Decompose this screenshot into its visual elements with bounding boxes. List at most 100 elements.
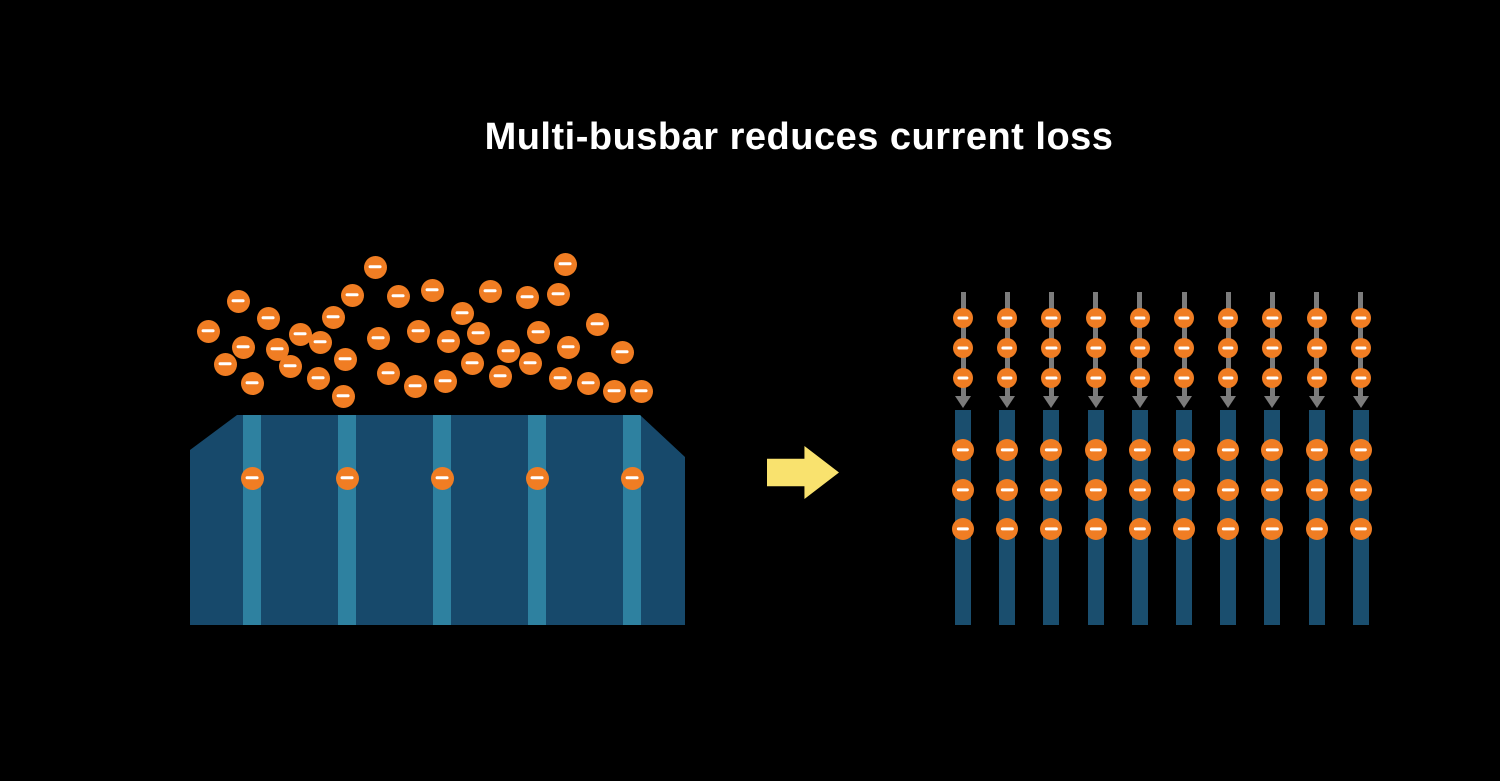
minus-sign	[1001, 316, 1013, 320]
electron-icon	[548, 366, 572, 390]
minus-sign	[1001, 448, 1014, 452]
electron-icon	[1261, 439, 1284, 461]
minus-sign	[1090, 346, 1102, 350]
minus-sign	[625, 476, 639, 480]
down-arrowhead-icon	[1220, 396, 1237, 408]
minus-sign	[1045, 488, 1058, 492]
electron-icon	[1217, 479, 1240, 501]
electron-icon	[576, 371, 600, 395]
minus-sign	[1222, 316, 1234, 320]
electron-icon	[278, 354, 302, 378]
electron-icon	[450, 301, 474, 325]
minus-sign	[338, 357, 352, 361]
minus-sign	[1133, 527, 1146, 531]
electron-icon	[953, 368, 973, 388]
busbar	[1308, 410, 1325, 625]
minus-sign	[1178, 316, 1190, 320]
minus-sign	[1266, 448, 1279, 452]
minus-sign	[1089, 527, 1102, 531]
minus-sign	[1001, 527, 1014, 531]
electron-icon	[403, 374, 427, 398]
minus-sign	[368, 265, 382, 269]
busbar	[1176, 410, 1192, 625]
minus-sign	[371, 336, 385, 340]
electron-icon	[240, 466, 264, 490]
electron-icon	[1262, 338, 1283, 358]
electron-icon	[1041, 338, 1062, 358]
minus-sign	[1310, 527, 1323, 531]
electron-icon	[1218, 338, 1239, 358]
electron-icon	[321, 305, 345, 329]
minus-sign	[201, 329, 215, 333]
down-arrowhead-icon	[1308, 396, 1325, 408]
electron-icon	[526, 320, 550, 344]
minus-sign	[218, 362, 232, 366]
electron-icon	[240, 371, 264, 395]
electron-icon	[996, 439, 1019, 461]
minus-sign	[1177, 448, 1191, 452]
electron-icon	[308, 330, 332, 354]
minus-sign	[441, 339, 455, 343]
electron-icon	[996, 479, 1019, 501]
minus-sign	[1310, 448, 1323, 452]
electron-icon	[1040, 518, 1063, 540]
minus-sign	[1266, 346, 1278, 350]
minus-sign	[391, 294, 405, 298]
minus-sign	[1134, 376, 1146, 380]
minus-sign	[1045, 448, 1058, 452]
minus-sign	[615, 350, 629, 354]
electron-icon	[997, 338, 1018, 358]
electron-icon	[515, 285, 539, 309]
electron-icon	[952, 479, 974, 501]
electron-icon	[406, 319, 430, 343]
minus-sign	[1354, 448, 1367, 452]
electron-icon	[1349, 518, 1372, 540]
minus-sign	[245, 381, 259, 385]
electron-icon	[1128, 439, 1151, 461]
minus-sign	[1134, 316, 1146, 320]
electron-icon	[1085, 368, 1106, 388]
electron-icon	[376, 361, 400, 385]
electron-icon	[1129, 368, 1150, 388]
minus-sign	[1045, 376, 1057, 380]
electron-icon	[997, 368, 1018, 388]
electron-icon	[226, 289, 250, 313]
down-arrowhead-icon	[955, 396, 971, 408]
electron-icon	[1174, 308, 1194, 328]
minus-sign	[1133, 448, 1146, 452]
minus-sign	[551, 292, 565, 296]
minus-sign	[270, 347, 284, 351]
electron-icon	[1085, 308, 1106, 328]
electron-icon	[366, 326, 390, 350]
minus-sign	[957, 316, 969, 320]
minus-sign	[231, 299, 245, 303]
minus-sign	[957, 346, 969, 350]
solar-cell	[190, 415, 685, 625]
minus-sign	[523, 361, 537, 365]
busbar	[1352, 410, 1369, 625]
minus-sign	[590, 322, 604, 326]
minus-sign	[1311, 376, 1323, 380]
minus-sign	[1266, 488, 1279, 492]
minus-sign	[1090, 376, 1102, 380]
electron-icon	[952, 518, 974, 540]
minus-sign	[1222, 488, 1235, 492]
minus-sign	[435, 476, 449, 480]
electron-icon	[1128, 479, 1151, 501]
busbar	[1220, 410, 1237, 625]
minus-sign	[1089, 448, 1102, 452]
electron-icon	[460, 351, 484, 375]
electron-icon	[602, 379, 626, 403]
minus-sign	[261, 316, 275, 320]
electron-icon	[1306, 368, 1327, 388]
electron-icon	[996, 518, 1019, 540]
electron-icon	[518, 351, 542, 375]
electron-icon	[556, 335, 580, 359]
electron-icon	[1350, 308, 1371, 328]
electron-icon	[363, 255, 387, 279]
electron-icon	[952, 439, 974, 461]
minus-sign	[1045, 527, 1058, 531]
busbar	[955, 410, 971, 625]
electron-icon	[331, 384, 355, 408]
minus-sign	[1311, 316, 1323, 320]
